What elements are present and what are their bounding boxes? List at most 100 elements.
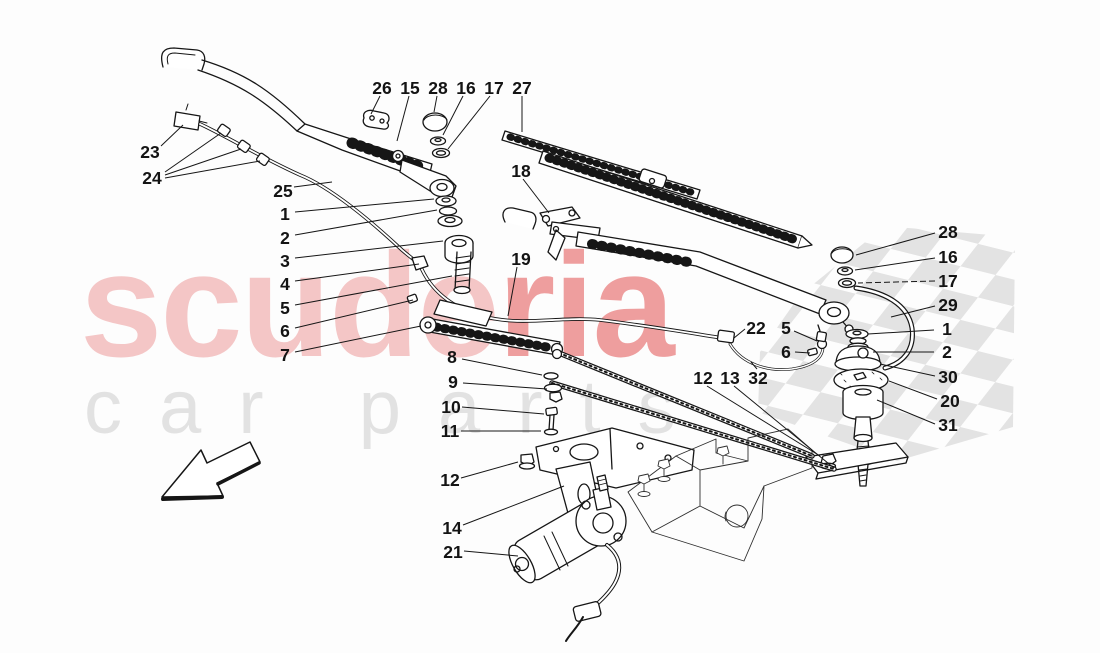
callout-label-18: 18 (511, 161, 531, 181)
linkage-rods (549, 348, 837, 472)
leader-line (733, 385, 835, 469)
arm-clamp (362, 109, 390, 130)
leader-line (854, 257, 936, 271)
callout-label-8: 8 (447, 347, 457, 367)
wiper-blade (501, 130, 813, 249)
callout-label-17: 17 (938, 271, 957, 291)
callout-label-32: 32 (748, 368, 768, 388)
leader-line (160, 124, 184, 147)
link-arm (419, 316, 564, 356)
tee-and-hose (716, 324, 828, 371)
leader-line (370, 95, 381, 115)
leader-line (876, 399, 936, 425)
leader-line (733, 328, 746, 339)
leader-line (294, 325, 422, 353)
leader-line (294, 263, 420, 282)
callout-label-1: 1 (942, 319, 952, 339)
watermark-layer: scuderia car parts (80, 223, 1015, 461)
callout-label-24: 24 (142, 168, 162, 188)
leader-line (294, 275, 453, 306)
callout-label-9: 9 (448, 372, 458, 392)
leader-line (433, 95, 438, 113)
callout-label-2: 2 (942, 342, 952, 362)
right-wiper-arm (575, 231, 854, 334)
callout-label-28: 28 (938, 222, 958, 242)
leader-line (855, 232, 936, 256)
callout-label-23: 23 (140, 142, 160, 162)
direction-arrow (161, 441, 261, 501)
rod-joint-hardware (518, 372, 563, 470)
callout-label-17: 17 (484, 78, 503, 98)
leader-line (447, 95, 491, 150)
leader-line (463, 550, 519, 557)
callout-label-11: 11 (441, 421, 460, 441)
leader-line (890, 305, 936, 318)
leader-line (750, 361, 758, 370)
tagline-watermark: car parts (84, 365, 713, 450)
callout-label-29: 29 (938, 295, 958, 315)
callout-label-20: 20 (940, 391, 960, 411)
callout-label-2: 2 (280, 228, 290, 248)
leader-line (164, 132, 222, 173)
washer-nozzle (173, 103, 208, 131)
leader-line (706, 385, 821, 457)
callout-label-12: 12 (693, 368, 713, 388)
brand-watermark: scuderia (80, 223, 676, 388)
checkered-flag-watermark (758, 226, 1015, 461)
callout-label-4: 4 (280, 274, 290, 294)
callout-label-25: 25 (273, 181, 293, 201)
wiper-motor (508, 474, 627, 642)
leader-line (794, 351, 811, 354)
leader-line (879, 363, 936, 377)
callout-label-12: 12 (440, 470, 460, 490)
leader-line (294, 209, 438, 236)
leader-line (462, 382, 548, 390)
callout-label-21: 21 (443, 542, 463, 562)
callout-label-6: 6 (280, 321, 290, 341)
leader-line (294, 299, 414, 329)
callout-label-31: 31 (938, 415, 958, 435)
leader-line (164, 148, 242, 176)
callout-label-7: 7 (280, 345, 290, 365)
callout-label-27: 27 (512, 78, 531, 98)
callout-label-22: 22 (746, 318, 766, 338)
engine-studs (637, 445, 730, 497)
callout-label-6: 6 (781, 342, 791, 362)
leader-line (293, 181, 333, 188)
callout-label-1: 1 (280, 204, 290, 224)
leader-line (461, 358, 543, 376)
leader-line (294, 240, 444, 259)
callout-label-15: 15 (400, 78, 420, 98)
callout-label-19: 19 (511, 249, 531, 269)
callout-label-13: 13 (720, 368, 740, 388)
diagram-art (160, 47, 915, 642)
leader-line (867, 329, 935, 335)
callout-label-28: 28 (428, 78, 448, 98)
callout-label-5: 5 (280, 298, 290, 318)
right-pivot-stack (830, 246, 915, 487)
left-pivot-stack (433, 195, 493, 327)
leader-line (857, 280, 936, 284)
leader-line (460, 461, 519, 479)
callout-label-14: 14 (442, 518, 462, 538)
leader-line (793, 330, 818, 342)
leader-line (522, 178, 550, 214)
pivot-cap-and-washers-top (422, 112, 451, 159)
leader-line (164, 160, 261, 179)
callout-label-3: 3 (280, 251, 290, 271)
callout-label-30: 30 (938, 367, 958, 387)
callout-label-5: 5 (781, 318, 791, 338)
leader-line (507, 266, 518, 317)
washer-tube (198, 122, 724, 340)
callout-label-16: 16 (456, 78, 476, 98)
leader-line (462, 485, 565, 526)
leader-line (461, 406, 545, 415)
callout-label-26: 26 (372, 78, 392, 98)
leader-line (396, 95, 410, 142)
callout-label-16: 16 (938, 247, 958, 267)
leader-line (888, 380, 938, 400)
callout-label-10: 10 (441, 397, 461, 417)
